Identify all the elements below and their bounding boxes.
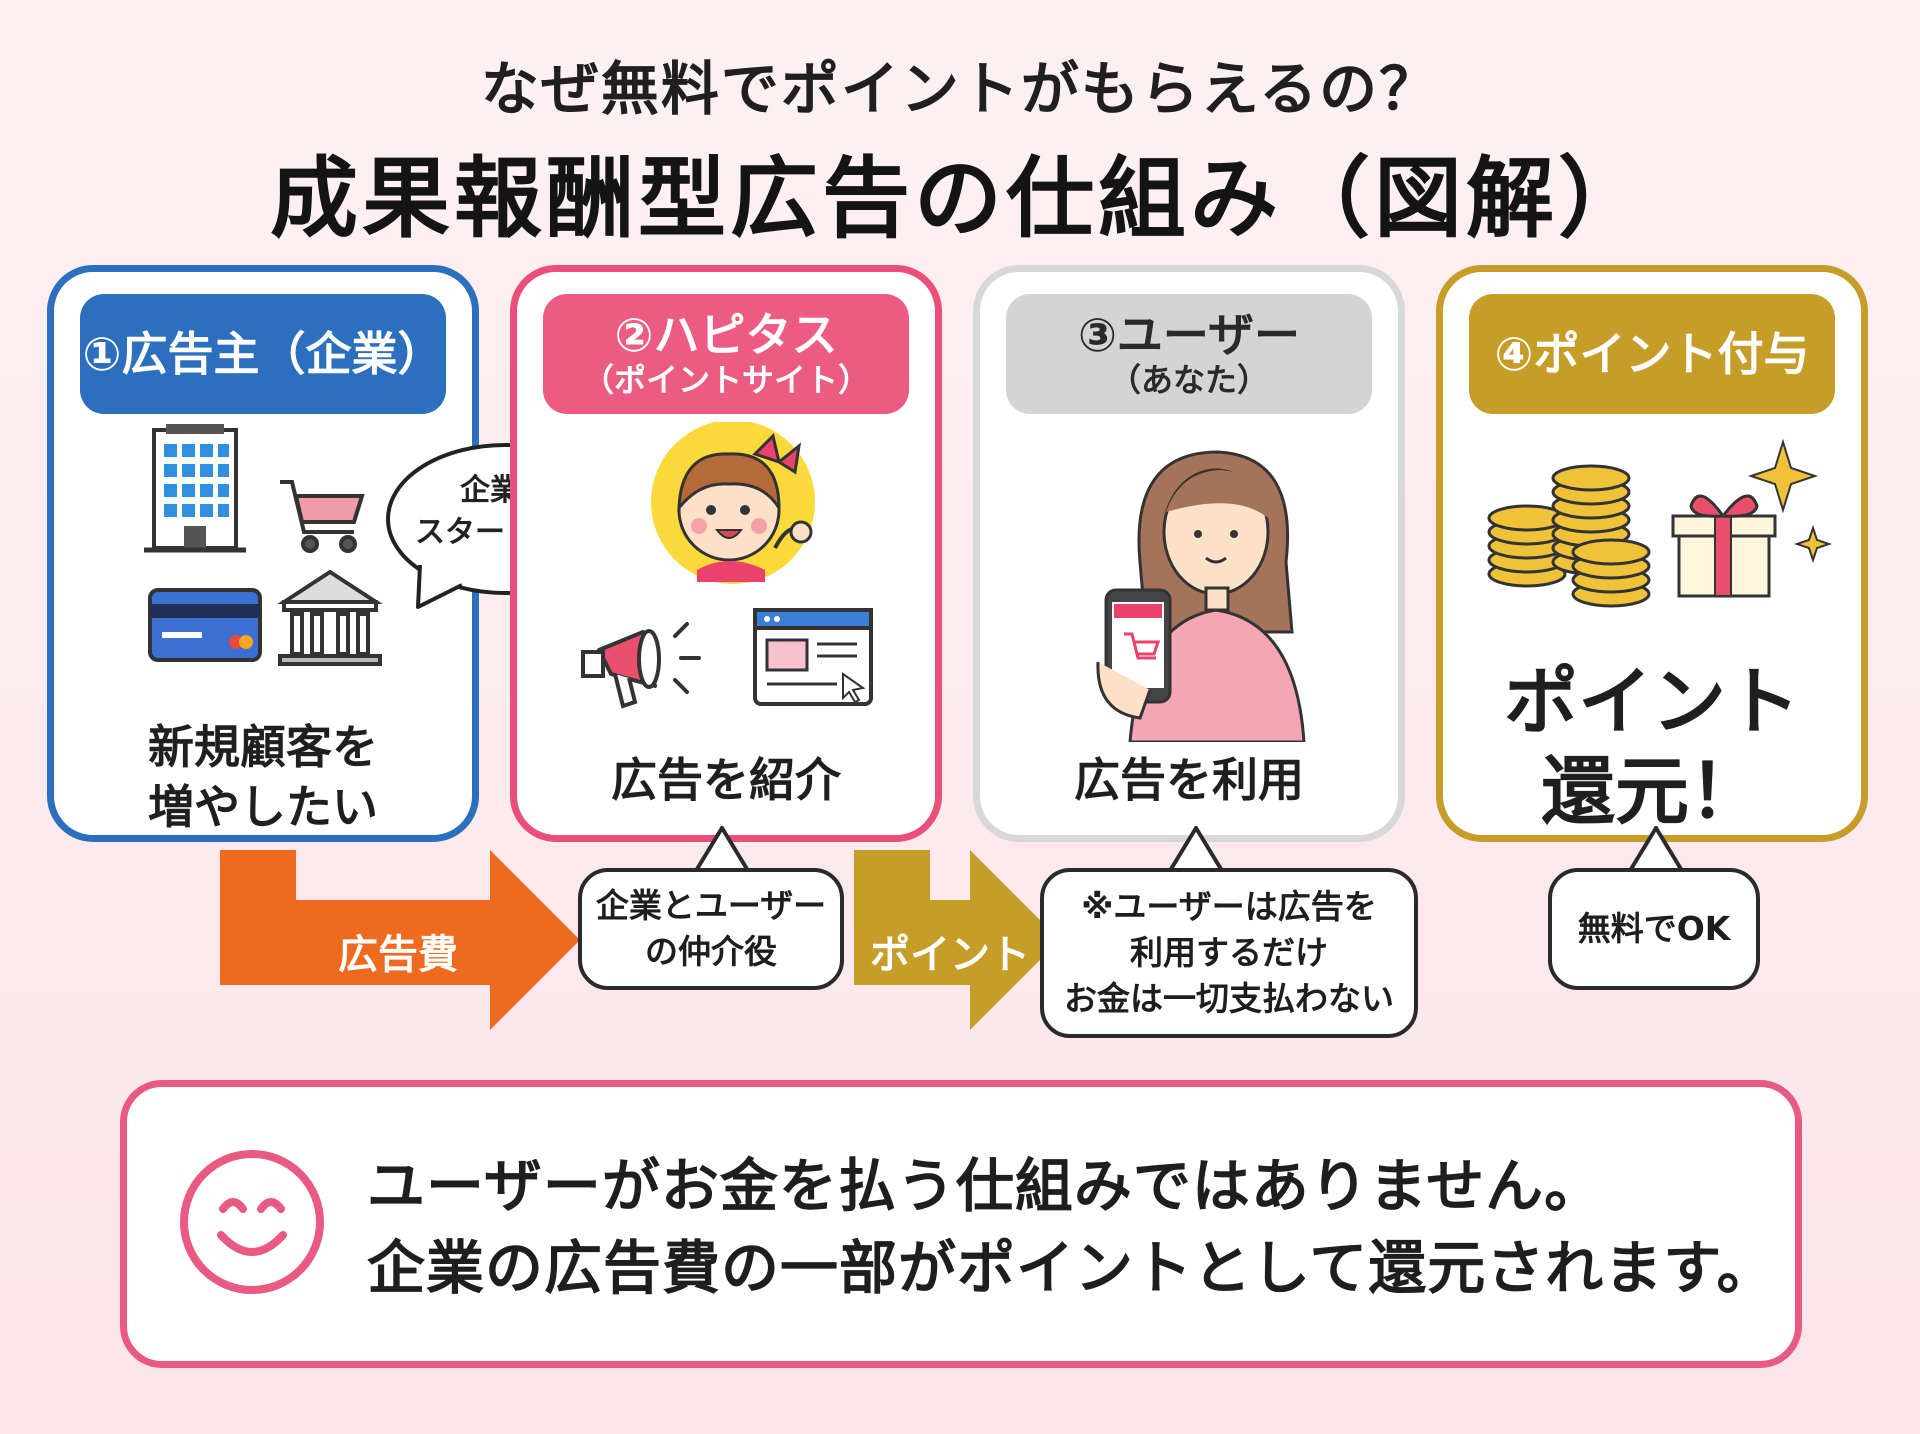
points-arrow (854, 850, 1060, 1030)
shopping-cart-icon (280, 480, 365, 553)
caption-line: 還元！ (1541, 749, 1763, 835)
mascot-girl-icon (651, 422, 815, 584)
note-line: 無料でOK (1577, 909, 1731, 948)
card-user-sublabel: （あなた） (1108, 361, 1269, 399)
caption-line: ポイント (1504, 659, 1800, 745)
points-flow-label: ポイント (870, 932, 1030, 978)
credit-card-icon (148, 588, 262, 662)
user-note: ※ユーザーは広告を 利用するだけ お金は一切支払わない (1040, 868, 1418, 1038)
note-line: ※ユーザーは広告を (1081, 887, 1377, 926)
sparkle-icon (1747, 438, 1833, 564)
points-illustration (1487, 438, 1833, 608)
card-point-site-caption: 広告を紹介 (611, 753, 841, 807)
free-note: 無料でOK (1548, 868, 1760, 990)
point-site-illustration (581, 422, 873, 709)
advertiser-illustration (144, 424, 383, 666)
card-points: ④ポイント付与 ポイント 還元！ (1436, 265, 1868, 842)
subtitle: なぜ無料でポイントがもらえるの？ (480, 55, 1440, 123)
woman-with-phone-icon (1096, 450, 1306, 742)
ad-fee-label: 広告費 (338, 932, 458, 978)
megaphone-icon (581, 622, 701, 709)
user-illustration (1096, 450, 1306, 742)
card-point-site-label: ②ハピタス (614, 308, 838, 362)
free-note-bubble-tail (1626, 826, 1686, 876)
caption-line: 新規顧客を (148, 720, 378, 774)
card-advertiser-caption: 新規顧客を 増やしたい (54, 717, 472, 837)
card-user-caption: 広告を利用 (1074, 753, 1304, 807)
note-line: 企業とユーザー (595, 886, 827, 925)
user-note-bubble-tail (1166, 826, 1226, 876)
card-point-site-sublabel: （ポイントサイト） (581, 361, 870, 399)
web-browser-icon (753, 608, 873, 706)
bank-icon (277, 569, 383, 666)
intermediary-bubble-tail (692, 826, 752, 876)
ad-fee-arrow (220, 850, 580, 1030)
note-line: 利用するだけ (1130, 933, 1328, 972)
card-point-site: ②ハピタス （ポイントサイト） (510, 265, 942, 842)
card-user-label: ③ユーザー (1077, 308, 1301, 362)
card-points-label: ④ポイント付与 (1494, 327, 1810, 381)
card-points-caption: ポイント 還元！ (1443, 657, 1861, 837)
caption-line: 増やしたい (148, 780, 378, 834)
coin-stack-icon (1487, 464, 1651, 608)
card-point-site-header: ②ハピタス （ポイントサイト） (543, 294, 909, 414)
summary-line-2: 企業の広告費の一部がポイントとして還元されます。 (367, 1234, 1776, 1302)
note-line: の仲介役 (645, 932, 777, 971)
summary-line-1: ユーザーがお金を払う仕組みではありません。 (367, 1152, 1604, 1220)
smiley-icon (180, 1150, 324, 1294)
building-icon (144, 424, 246, 553)
page-title: 成果報酬型広告の仕組み（図解） (269, 147, 1650, 250)
summary-box: ユーザーがお金を払う仕組みではありません。 企業の広告費の一部がポイントとして還… (120, 1080, 1802, 1368)
note-line: お金は一切支払わない (1064, 979, 1394, 1018)
card-user-header: ③ユーザー （あなた） (1006, 294, 1372, 414)
intermediary-note: 企業とユーザー の仲介役 (578, 868, 844, 990)
card-advertiser-label: ①広告主（企業） (82, 327, 444, 381)
card-user: ③ユーザー （あなた） 広告を利用 (973, 265, 1405, 842)
gift-box-icon (1671, 494, 1777, 598)
card-points-header: ④ポイント付与 (1469, 294, 1835, 414)
card-advertiser-header: ①広告主（企業） (80, 294, 446, 414)
